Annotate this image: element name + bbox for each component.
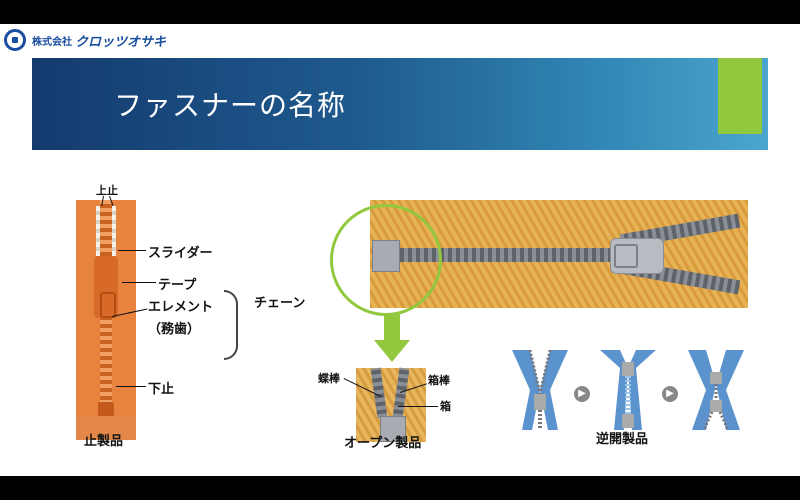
title-banner: ファスナーの名称 bbox=[32, 58, 768, 150]
chain-brace bbox=[224, 290, 238, 360]
reverse-open-diagram-step-1 bbox=[512, 350, 568, 430]
slider-pull bbox=[614, 244, 638, 268]
box-part bbox=[380, 416, 406, 442]
arrow-right-circle-icon: ▶ bbox=[662, 386, 678, 402]
label-tape: テープ bbox=[158, 278, 197, 293]
label-top-stop: 上止 bbox=[96, 184, 118, 197]
label-slider: スライダー bbox=[148, 246, 213, 261]
accent-bar bbox=[718, 58, 762, 134]
company-logo: 株式会社 クロッツオサキ bbox=[4, 28, 166, 52]
open-end-closeup-photo bbox=[356, 367, 426, 442]
button-logo-icon bbox=[4, 29, 26, 51]
slide-title: ファスナーの名称 bbox=[114, 89, 347, 122]
label-butterfly-rod: 蝶棒 bbox=[318, 372, 340, 385]
bottom-stop-part bbox=[98, 402, 114, 416]
label-element: エレメント bbox=[148, 300, 214, 315]
reverse-open-diagram-step-3 bbox=[688, 350, 744, 430]
caption-open-end: オープン製品 bbox=[344, 436, 422, 451]
closed-end-zipper-photo bbox=[76, 200, 136, 440]
company-name: クロッツオサキ bbox=[75, 34, 167, 50]
element-chain bbox=[380, 248, 630, 262]
slider-pull bbox=[100, 292, 116, 318]
slide: 株式会社 クロッツオサキ ファスナーの名称 上止 スライダー テープ エレメント… bbox=[0, 24, 800, 476]
label-box-rod: 箱棒 bbox=[428, 374, 450, 387]
label-bottom-stop: 下止 bbox=[148, 382, 175, 397]
arrow-right-circle-icon: ▶ bbox=[574, 386, 590, 402]
arrow-down-icon bbox=[384, 314, 400, 340]
caption-reverse-open: 逆開製品 bbox=[596, 432, 649, 447]
caption-closed-end: 止製品 bbox=[84, 434, 124, 449]
highlight-circle bbox=[330, 204, 442, 316]
label-chain: チェーン bbox=[254, 296, 306, 311]
label-box: 箱 bbox=[440, 400, 451, 413]
reverse-open-diagram-step-2 bbox=[600, 350, 656, 430]
company-prefix: 株式会社 bbox=[32, 36, 72, 48]
label-element-sub: （務歯） bbox=[148, 322, 201, 337]
